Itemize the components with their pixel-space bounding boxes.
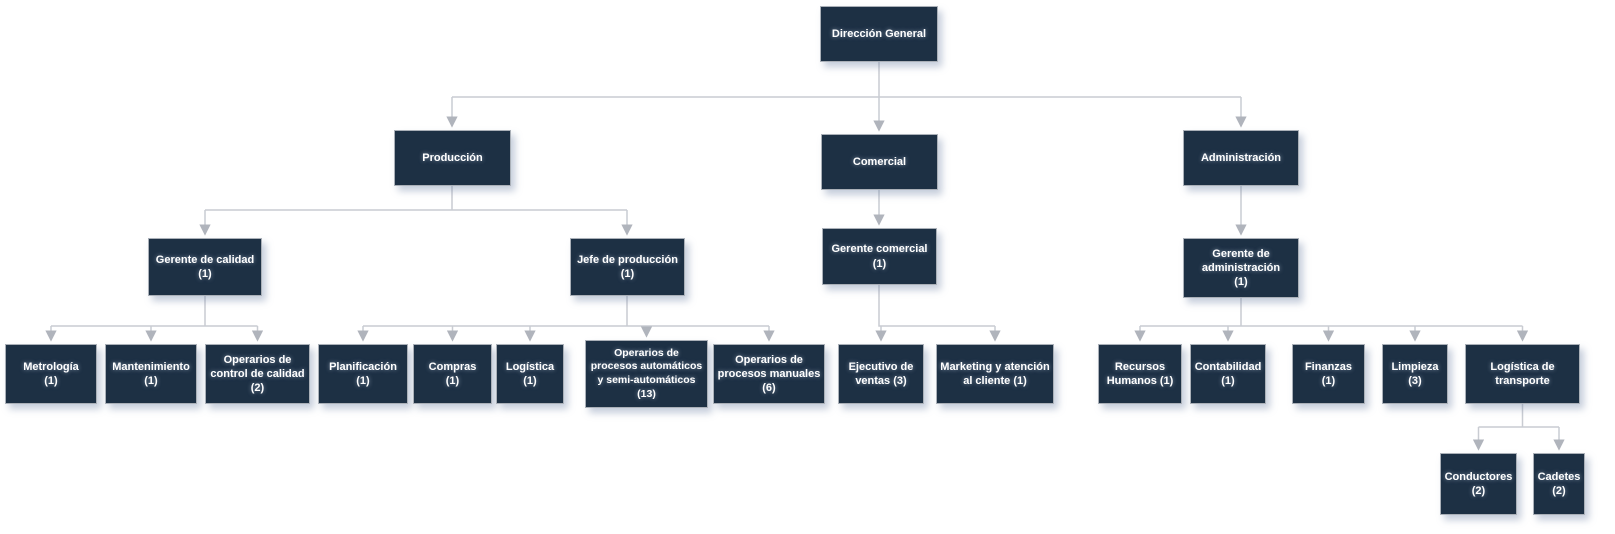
org-node-finanzas[interactable]: Finanzas (1) <box>1292 344 1365 404</box>
org-node-gerente-comercial[interactable]: Gerente comercial (1) <box>822 228 937 285</box>
org-node-conductores[interactable]: Conductores (2) <box>1440 453 1517 515</box>
org-node-gerente-administracion[interactable]: Gerente de administración (1) <box>1183 238 1299 298</box>
org-node-direccion-general[interactable]: Dirección General <box>820 6 938 62</box>
org-node-ejecutivo-ventas[interactable]: Ejecutivo de ventas (3) <box>838 344 924 404</box>
org-node-comercial[interactable]: Comercial <box>821 134 938 190</box>
org-node-compras[interactable]: Compras (1) <box>413 344 492 404</box>
org-node-gerente-calidad[interactable]: Gerente de calidad (1) <box>148 238 262 296</box>
org-node-produccion[interactable]: Producción <box>394 130 511 186</box>
org-node-administracion[interactable]: Administración <box>1183 130 1299 186</box>
org-node-operarios-control-calidad[interactable]: Operarios de control de calidad (2) <box>205 344 310 404</box>
org-node-recursos-humanos[interactable]: Recursos Humanos (1) <box>1098 344 1182 404</box>
org-node-planificacion[interactable]: Planificación (1) <box>318 344 408 404</box>
org-node-logistica-transporte[interactable]: Logística de transporte <box>1465 344 1580 404</box>
org-node-cadetes[interactable]: Cadetes (2) <box>1533 453 1585 515</box>
org-node-operarios-manuales[interactable]: Operarios de procesos manuales (6) <box>713 344 825 404</box>
org-node-mantenimiento[interactable]: Mantenimiento (1) <box>105 344 197 404</box>
org-node-logistica[interactable]: Logística (1) <box>496 344 564 404</box>
org-node-metrologia[interactable]: Metrología (1) <box>5 344 97 404</box>
org-node-marketing-atencion[interactable]: Marketing y atención al cliente (1) <box>936 344 1054 404</box>
org-node-limpieza[interactable]: Limpieza (3) <box>1382 344 1448 404</box>
org-node-jefe-produccion[interactable]: Jefe de producción (1) <box>570 238 685 296</box>
org-node-contabilidad[interactable]: Contabilidad (1) <box>1190 344 1266 404</box>
org-node-operarios-automaticos[interactable]: Operarios de procesos automáticos y semi… <box>585 340 708 408</box>
